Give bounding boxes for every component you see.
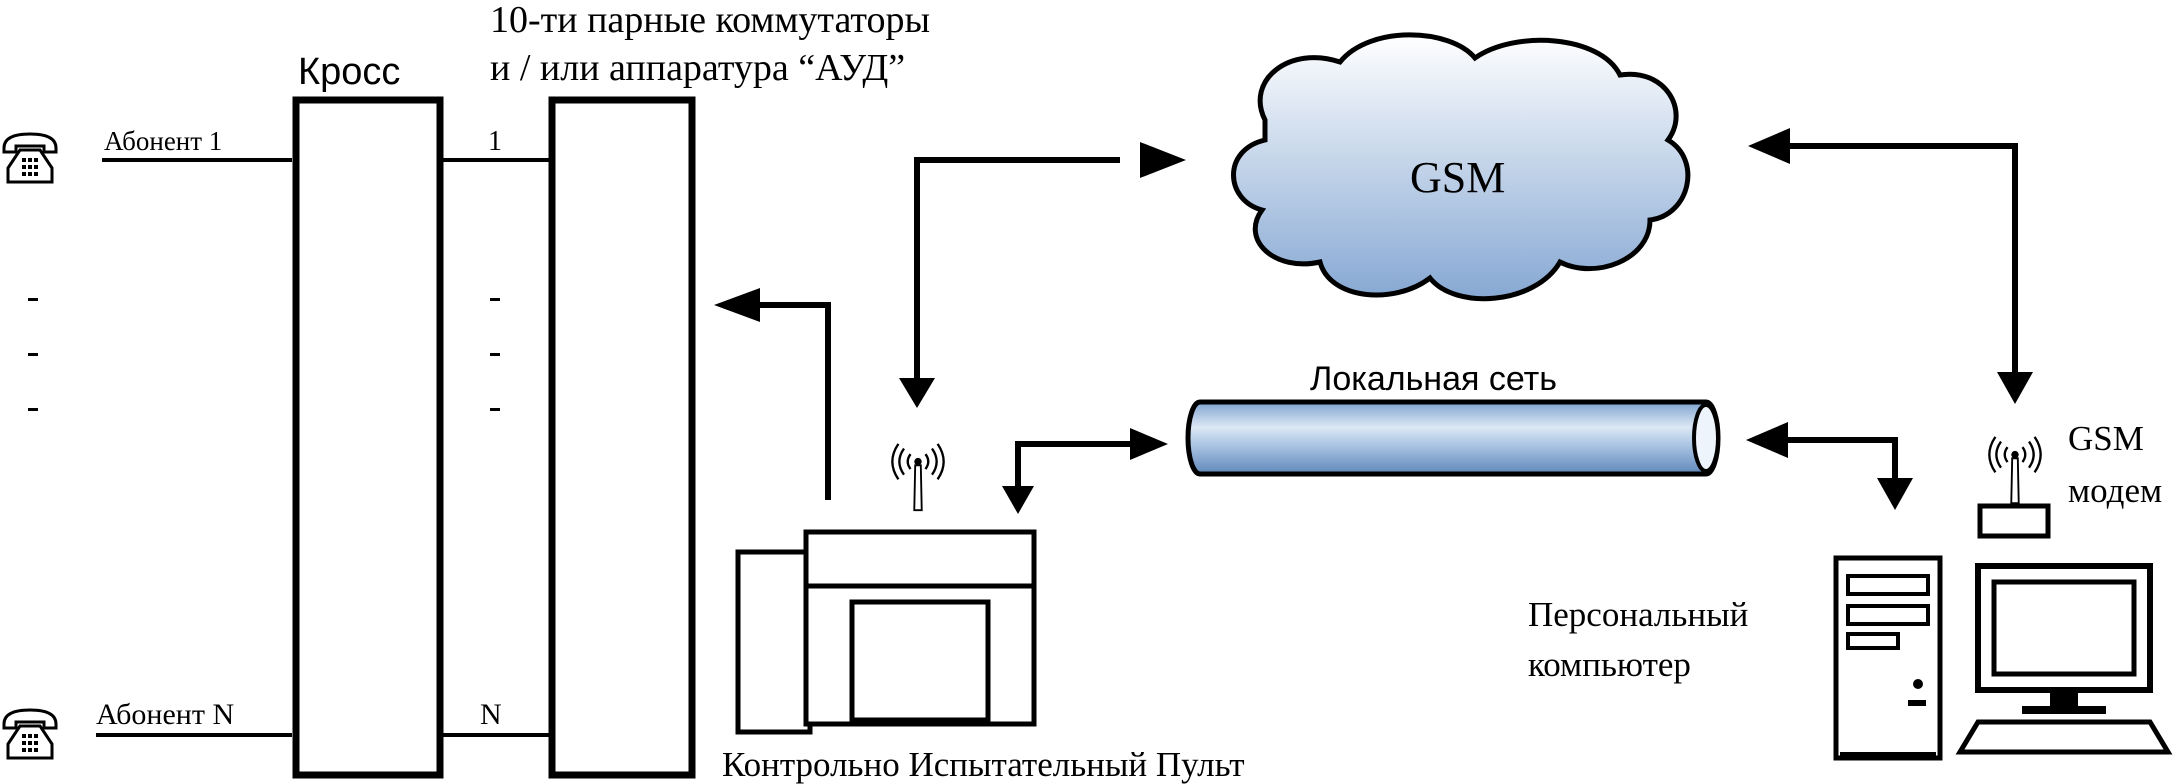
middle-ellipsis [490, 298, 500, 411]
telephone-icon-1 [2, 132, 58, 184]
gsm-modem-label-line1: GSM [2068, 419, 2144, 458]
pc-tower-icon [1833, 555, 1943, 761]
port-n-label: N [480, 698, 502, 731]
subscriber-1-label: Абонент 1 [104, 126, 222, 156]
control-panel-label: Контрольно Испытательный Пульт [722, 745, 1245, 784]
control-panel-device [735, 529, 1037, 735]
lan-label: Локальная сеть [1310, 360, 1557, 398]
switches-label-line1: 10-ти парные коммутаторы [490, 0, 930, 41]
antenna-icon-modem [1988, 435, 2042, 505]
kross-label: Кросс [298, 51, 400, 93]
arrow-panel-gsm [899, 142, 1186, 408]
arrow-panel-lan [1002, 428, 1168, 514]
kross-block [292, 96, 444, 779]
modem-icon [1977, 503, 2051, 539]
gsm-modem-label-line2: модем [2068, 471, 2162, 510]
gsm-cloud-label: GSM [1410, 153, 1505, 202]
antenna-icon-panel [891, 442, 945, 512]
switches-block [548, 96, 696, 779]
monitor-icon [1975, 563, 2153, 714]
arrow-lan-pc [1746, 422, 1913, 510]
subscriber-n-label: Абонент N [96, 698, 234, 731]
keyboard-icon [1955, 719, 2173, 755]
switches-label-line2: и / или аппаратура “АУД” [490, 47, 905, 89]
pc-label-line2: компьютер [1528, 645, 1691, 684]
arrow-cloud-modem [1748, 128, 2033, 404]
arrow-panel-to-switches [714, 288, 831, 500]
left-ellipsis [28, 298, 38, 411]
cloud-icon [1231, 32, 1691, 302]
pc-label-line1: Персональный [1528, 595, 1748, 634]
pipe-icon [1185, 399, 1721, 477]
telephone-icon-n [2, 708, 58, 760]
port-1-label: 1 [488, 126, 502, 157]
